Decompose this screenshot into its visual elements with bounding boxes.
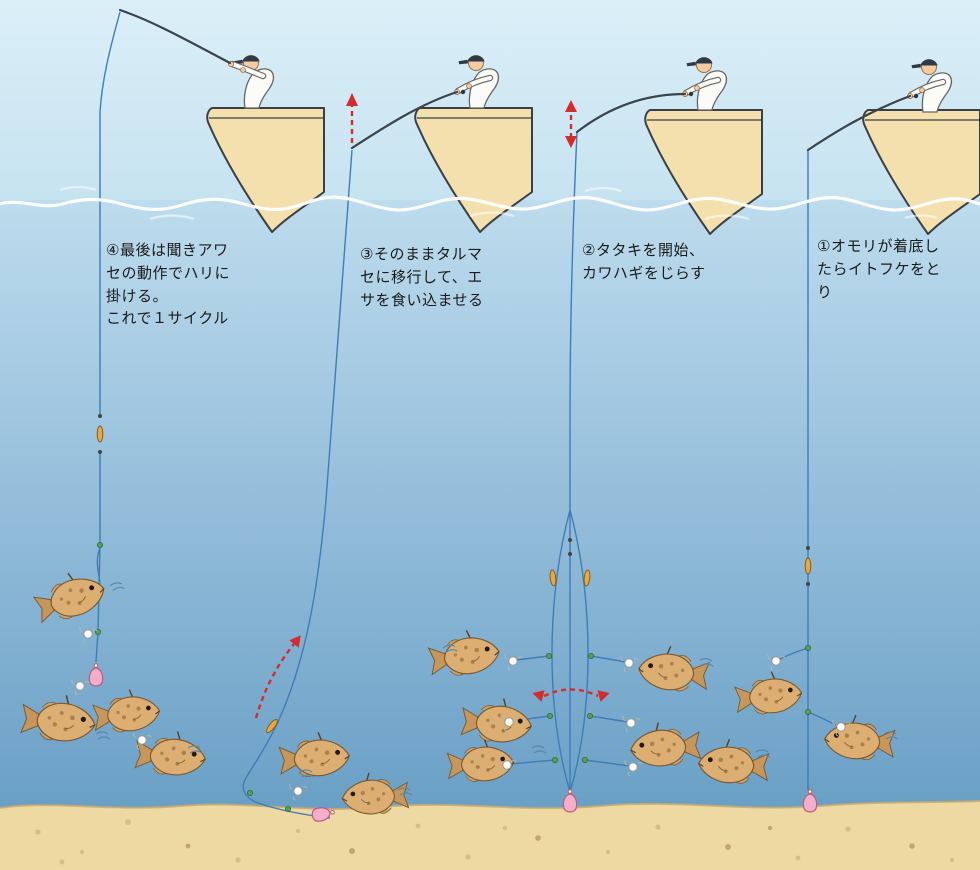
water-surface bbox=[0, 185, 980, 221]
swivel-icon bbox=[805, 645, 811, 651]
bead-icon bbox=[806, 546, 810, 550]
lift-arrow-icon bbox=[254, 643, 295, 719]
float-icon bbox=[96, 425, 104, 443]
float-icon bbox=[804, 557, 812, 575]
fishing-line bbox=[569, 131, 578, 510]
swivel-icon bbox=[246, 790, 254, 796]
swivel-icon bbox=[805, 709, 811, 715]
dropper-line bbox=[96, 547, 101, 587]
dropper-line bbox=[509, 655, 631, 767]
swivel-icon bbox=[552, 757, 558, 763]
swivel-icon bbox=[284, 806, 292, 812]
annotation-step4: ④最後は聞きアワ セの動作でハリに 掛ける。 これで１サイクル bbox=[106, 241, 231, 328]
line-shake-right bbox=[569, 509, 589, 793]
bead-icon bbox=[98, 414, 102, 418]
fishing-rod-icon bbox=[806, 94, 912, 152]
swivel-icon bbox=[588, 653, 594, 659]
pebbles bbox=[35, 819, 955, 865]
swivel-icon bbox=[97, 542, 103, 548]
fishing-rod-icon bbox=[575, 92, 687, 134]
bead-icon bbox=[806, 582, 810, 586]
swivel-icon bbox=[587, 713, 593, 719]
annotation-step3: ③そのままタルマ セに移行して、エ サを食い込ませる bbox=[360, 245, 484, 309]
swivel-icon bbox=[547, 713, 553, 719]
rod-tip-arrows bbox=[346, 93, 577, 148]
line-shake-left bbox=[551, 509, 571, 793]
boats-and-anglers bbox=[118, 8, 980, 235]
fishing-line bbox=[242, 149, 353, 819]
seabed bbox=[0, 800, 980, 870]
shake-arrow-icon bbox=[543, 688, 599, 698]
bead-icon bbox=[568, 552, 572, 556]
bead-icon bbox=[98, 450, 102, 454]
annotation-step2: ②タタキを開始、 カワハギをじらす bbox=[582, 241, 706, 282]
swivel-icon bbox=[546, 653, 552, 659]
motion-arrows bbox=[254, 635, 610, 719]
swivel-icon bbox=[582, 757, 588, 763]
fishing-rod-icon bbox=[350, 90, 459, 150]
annotation-step1: ①オモリが着底し たらイトフケをと り bbox=[817, 237, 942, 301]
bead-icon bbox=[568, 538, 572, 542]
fishing-rod-icon bbox=[118, 8, 232, 65]
